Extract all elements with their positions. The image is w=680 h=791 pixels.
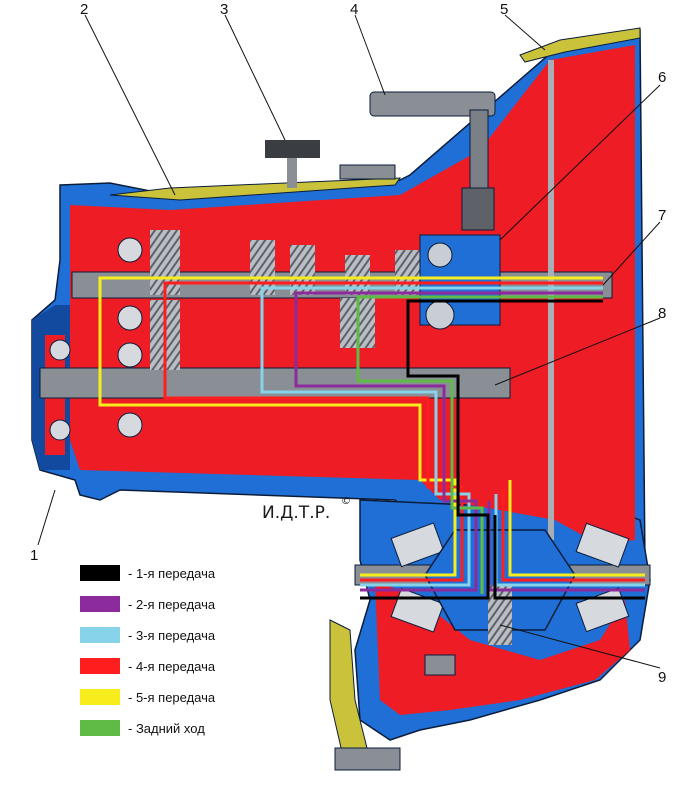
- callout-8: 8: [658, 305, 666, 322]
- callout-2: 2: [80, 1, 88, 18]
- breather-cap: [265, 140, 320, 158]
- callout-leaders: [37, 14, 661, 669]
- callout-7: 7: [658, 207, 666, 224]
- legend-label: - 1-я передача: [128, 566, 216, 581]
- legend-swatch: [80, 689, 120, 705]
- flow-line-5b: [508, 480, 645, 577]
- breather-stem: [287, 158, 297, 188]
- callout-5: 5: [500, 1, 508, 18]
- watermark-text: И.Д.Т.Р.: [262, 503, 330, 523]
- callout-6: 6: [658, 69, 666, 86]
- flow-line-4b: [501, 487, 645, 582]
- power-flow-lines: [98, 276, 645, 600]
- callout-9: 9: [658, 669, 666, 686]
- callout-1: 1: [30, 547, 38, 564]
- flow-line-1b: [493, 515, 645, 600]
- legend-label: - 2-я передача: [128, 597, 216, 612]
- legend-label: - 4-я передача: [128, 659, 216, 674]
- legend-swatch: [80, 720, 120, 736]
- callouts: 1 2 3 4 5 6 7 8 9: [30, 1, 666, 686]
- gear-set: [150, 230, 501, 370]
- legend-swatch: [80, 627, 120, 643]
- callout-3: 3: [220, 1, 228, 18]
- flow-line-r: [356, 295, 603, 594]
- callout-4: 4: [350, 1, 358, 18]
- flow-line-1: [360, 299, 603, 600]
- legend-swatch: [80, 565, 120, 581]
- legend: - 1-я передача - 2-я передача - 3-я переда…: [80, 565, 216, 736]
- legend-label: - 3-я передача: [128, 628, 216, 643]
- legend-label: - 5-я передача: [128, 690, 216, 705]
- flow-line-4: [163, 281, 603, 582]
- watermark-copyright: ©: [341, 496, 351, 507]
- legend-label: - Задний ход: [128, 721, 205, 736]
- housing-cover-plate: [109, 27, 641, 766]
- drain-plug: [334, 747, 401, 771]
- flow-line-5: [98, 276, 603, 577]
- watermark: И.Д.Т.Р. ©: [262, 496, 351, 523]
- flow-line-2: [294, 291, 603, 592]
- shift-rod: [369, 91, 496, 117]
- legend-swatch: [80, 658, 120, 674]
- flow-line-3: [260, 286, 603, 587]
- shift-lever: [469, 109, 489, 191]
- shift-block: [461, 187, 495, 231]
- legend-swatch: [80, 596, 120, 612]
- reverse-switch: [339, 164, 396, 180]
